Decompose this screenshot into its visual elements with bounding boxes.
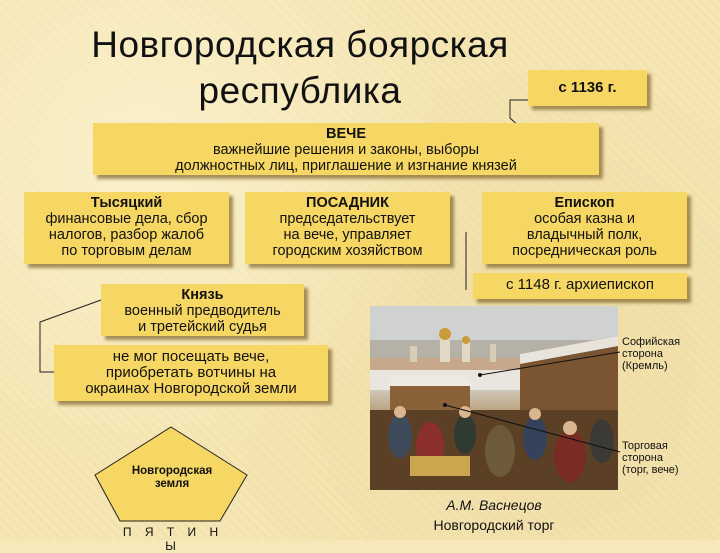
annotation-sofia-line-1: Софийская: [622, 336, 680, 348]
annotation-torg-line-1: Торговая: [622, 440, 679, 452]
annotation-sofia: Софийская сторона (Кремль): [622, 336, 680, 372]
annotation-torg-line-2: сторона: [622, 452, 679, 464]
slide: Новгородская боярская республика с 1136 …: [0, 0, 720, 540]
annotation-torg: Торговая сторона (торг, вече): [622, 440, 679, 476]
annotation-lines: [0, 0, 720, 540]
painting-title: Новгородский торг: [384, 517, 604, 533]
annotation-torg-line-3: (торг, вече): [622, 464, 679, 476]
sofia-pointer: [480, 352, 620, 375]
torg-pointer: [445, 405, 620, 452]
annotation-sofia-line-3: (Кремль): [622, 360, 680, 372]
painting-author: А.М. Васнецов: [384, 497, 604, 513]
annotation-sofia-line-2: сторона: [622, 348, 680, 360]
